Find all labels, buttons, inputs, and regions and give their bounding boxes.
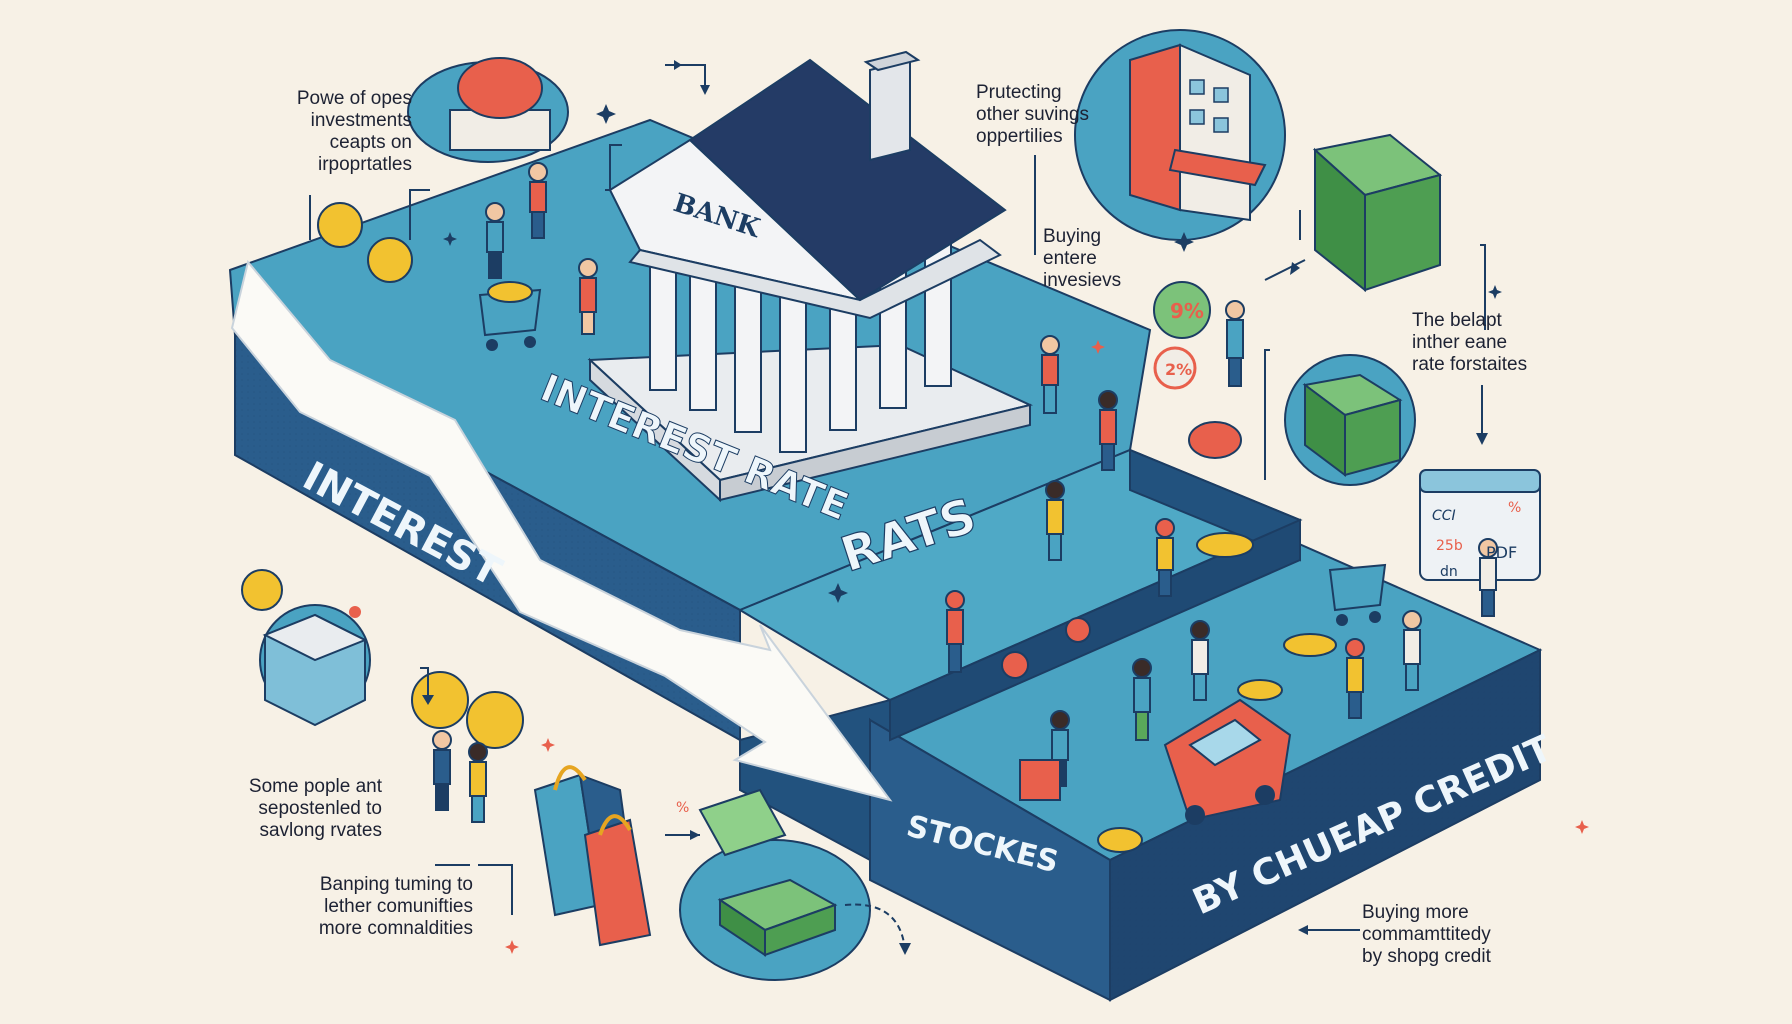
card-line-2: 25b <box>1436 538 1463 554</box>
person-figure <box>945 590 965 673</box>
car-icon <box>1163 698 1292 825</box>
piggy-small-icon <box>1188 421 1242 459</box>
caption-buying-enterprise: Buying entere invesievs <box>1043 226 1122 291</box>
person-figure <box>578 258 598 335</box>
map-pin-icon <box>349 606 361 618</box>
cash-stack-icon <box>1312 133 1443 293</box>
coins <box>241 202 1337 853</box>
coin-icon <box>1097 827 1143 853</box>
person-figure <box>1402 610 1422 691</box>
connector-lines <box>309 64 1486 951</box>
person-figure <box>1478 538 1498 617</box>
person-figure <box>1190 620 1210 701</box>
coin-stack-icon <box>1196 532 1254 558</box>
person-figure <box>468 742 488 823</box>
person-figure <box>528 162 548 239</box>
sparkle-icon <box>505 940 519 954</box>
office-building-icon <box>259 604 371 727</box>
sparkle-icon <box>541 738 555 752</box>
card-line-1: CCI <box>1432 508 1456 524</box>
apple-icon <box>1065 617 1091 643</box>
shopping-cart-icon <box>1328 563 1387 626</box>
percent-badge-red <box>1153 346 1197 390</box>
person-figure <box>1045 480 1065 561</box>
percent-badge-green <box>1153 281 1211 339</box>
shopping-bags-icon <box>533 765 652 947</box>
paper-bag-icon <box>1019 759 1061 801</box>
people <box>432 162 1498 823</box>
cash-bundle-icon <box>1284 354 1416 486</box>
apple-icon <box>1001 651 1029 679</box>
arrowheads <box>422 60 1488 955</box>
bank-building <box>587 50 1034 503</box>
sparkle-icon <box>596 104 616 124</box>
percent-badge-green-text: 9% <box>1170 299 1204 323</box>
caption-top-center: Prutecting other suvings oppertilies <box>976 82 1090 147</box>
coin-stack-icon <box>1283 633 1337 657</box>
coin-icon <box>317 202 363 248</box>
person-figure <box>1040 335 1060 414</box>
caption-top-left: Powe of opes investments ceapts on irpop… <box>296 88 412 175</box>
card-line-4: dn <box>1440 564 1458 580</box>
percent-small-text: % <box>676 800 689 816</box>
person-figure <box>1225 300 1245 387</box>
coin-icon <box>241 569 283 611</box>
card-line-3: PDF <box>1486 543 1517 562</box>
sparkle-icon <box>1575 820 1589 834</box>
sparkle-icon <box>443 232 457 246</box>
caption-bottom-right: Buying more commamttitedy by shopg credi… <box>1362 902 1491 967</box>
caption-bottom-left: Banping tuming to lether comunifties mor… <box>318 874 473 939</box>
cash-stack-bottom-icon <box>679 839 871 981</box>
sparkle-icon <box>1091 340 1105 354</box>
sparkle-icon <box>828 583 848 603</box>
coin-icon <box>367 237 413 283</box>
sparkle-icon <box>1488 285 1502 299</box>
person-figure <box>485 202 505 279</box>
falling-arrow <box>230 259 893 802</box>
person-figure <box>1345 638 1365 719</box>
sparkle-icons <box>443 104 1502 603</box>
percent-badge-red-text: 2% <box>1165 360 1192 379</box>
shopping-cart-icon <box>478 281 542 351</box>
coin-stack-icon <box>1237 679 1283 701</box>
sparkle-icons-red <box>349 340 1589 954</box>
person-figure <box>1132 658 1152 741</box>
shop-building-icon <box>1074 29 1286 241</box>
piggy-bank-icon <box>407 57 569 163</box>
bank-roof <box>688 58 1007 302</box>
card-percent: % <box>1508 500 1521 516</box>
person-figure <box>1098 390 1118 471</box>
caption-left-lower: Some pople ant sepostenled to savlong rv… <box>248 776 382 841</box>
coin-icon <box>466 691 524 749</box>
caption-right-middle: The belapt inther eane rate forstaites <box>1412 310 1528 375</box>
person-figure <box>432 730 452 811</box>
flying-banknote-icon <box>698 788 787 857</box>
person-figure <box>1155 518 1175 597</box>
coin-icon <box>411 671 469 729</box>
sparkle-icon <box>1174 232 1194 252</box>
credit-card-icon <box>1419 469 1541 581</box>
platform-shade-lower <box>1110 650 1540 1000</box>
